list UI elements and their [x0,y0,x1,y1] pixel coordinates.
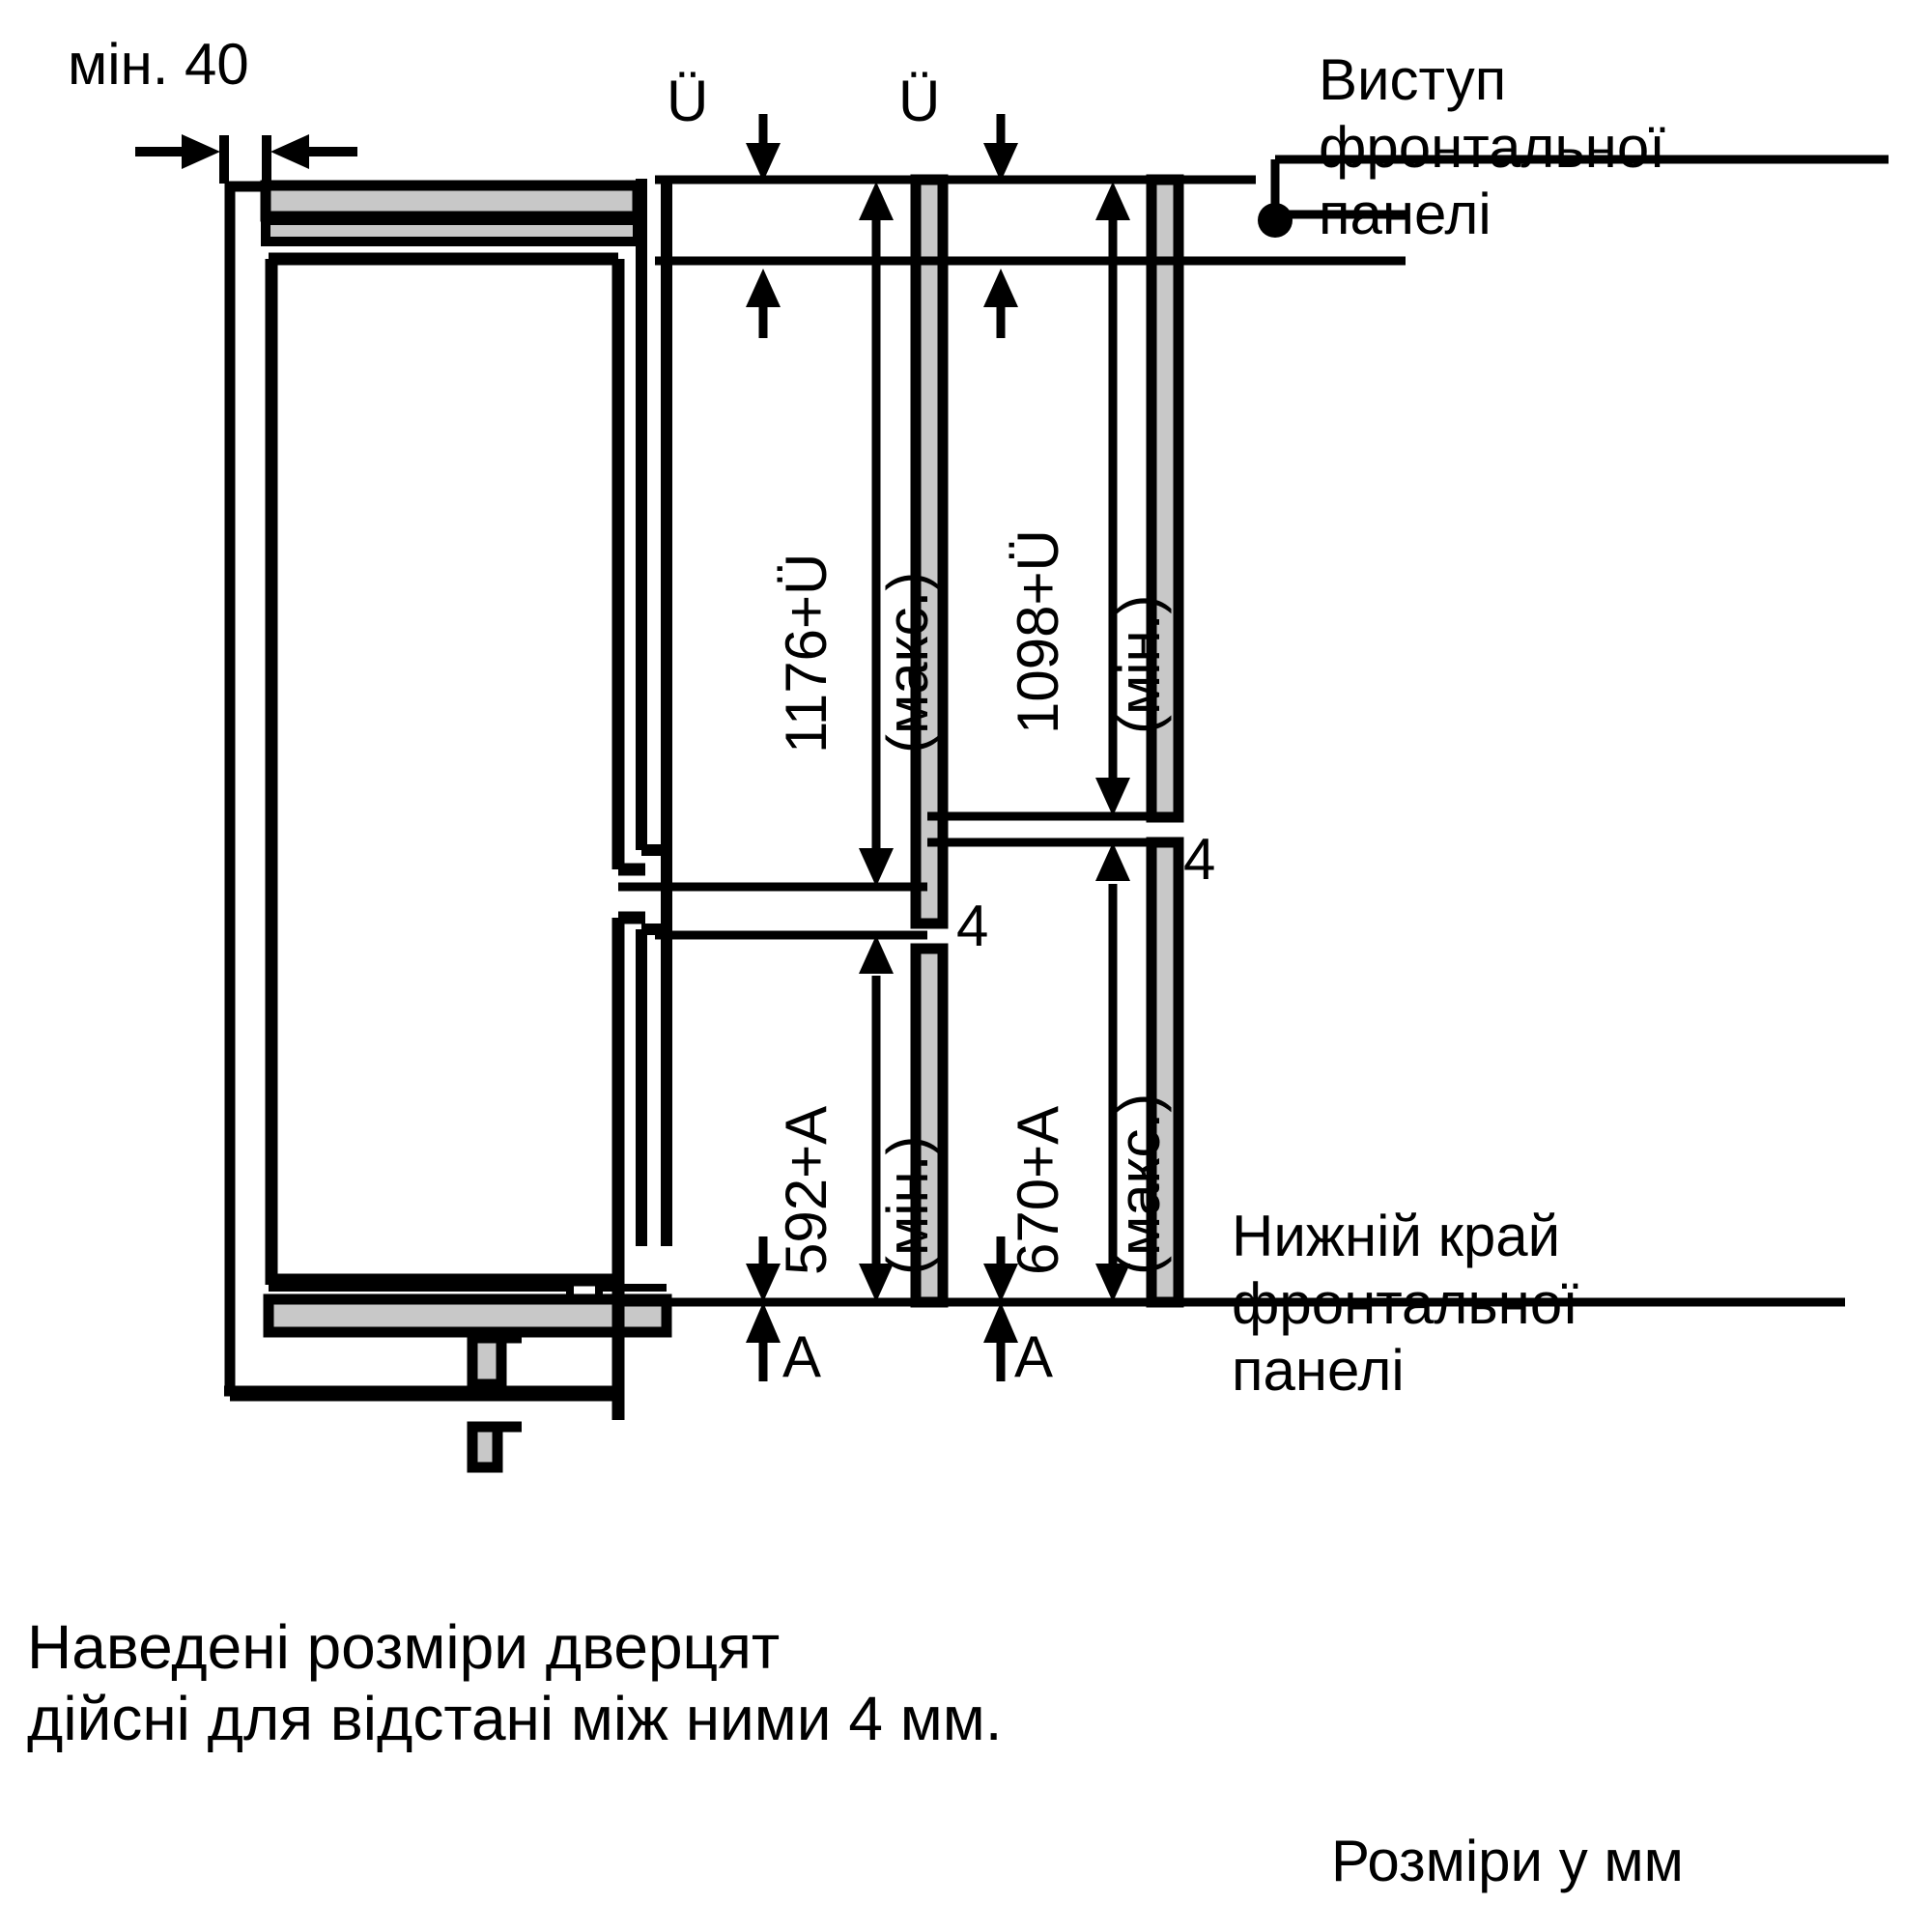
callout-top-leader [1258,155,1889,238]
min40-arrow-right-head [270,134,309,169]
dim-qualifier-1098: (мін.) [1107,594,1172,734]
dim-592-head-bottom [859,1264,894,1302]
overhang-symbol-right: Ü [898,69,941,133]
overhang-symbol-left: Ü [667,69,709,133]
dim-670-head-bottom [1095,1264,1130,1302]
callout-top-line-1: Виступ [1319,47,1507,112]
door-note-line-2: дійсні для відстані між ними 4 мм. [27,1684,1003,1754]
dim-label-670: 670+A [1006,1105,1070,1275]
min-clearance-dimension [135,134,357,184]
callout-top-line-3: панелі [1319,182,1492,247]
gap-label-left: 4 [956,894,989,958]
min-clearance-label: мін. 40 [68,32,249,97]
dim-1176-arrows [746,182,894,887]
dim-670-marker-down [983,1264,1018,1302]
dim-592-arrows [746,935,894,1381]
dim-label-1176: 1176+Ü [774,553,838,753]
dim-1098-inner-head [983,269,1018,307]
callout-top-dot [1258,203,1293,238]
dim-1176-head-bottom [859,848,894,887]
dim-1098-arrows [983,182,1130,816]
dim-670-head-top [1095,842,1130,881]
door-panel-left-lower [910,943,949,1308]
dim-qualifier-592: (мін.) [875,1135,940,1275]
gap-label-right: 4 [1183,827,1216,892]
dim-label-592: 592+A [774,1105,838,1275]
callout-bottom-line-3: панелі [1232,1338,1405,1404]
dim-1098-head-top [1095,182,1130,220]
dim-qualifier-670: (макс.) [1107,1093,1172,1275]
offset-label-left: A [782,1324,822,1389]
callout-bottom-line-2: фронтальної [1232,1270,1578,1336]
offset-label-right: A [1014,1324,1054,1389]
dim-1176-head-top [859,182,894,220]
units-note: Розміри у мм [1331,1829,1684,1893]
appliance-side-view [224,179,672,1473]
min40-arrow-left-head [182,134,220,169]
dim-1098-head-bottom [1095,778,1130,816]
top-panel-band-2 [261,215,642,246]
dim-label-1098: 1098+Ü [1006,529,1070,734]
callout-bottom-line-1: Нижній край [1232,1204,1561,1268]
dim-1176-inner-head [746,269,781,307]
plinth-gray-band [263,1293,672,1338]
dim-qualifier-1176: (макс.) [875,571,940,753]
dim-A-left-head [746,1302,781,1343]
u-arrow-left-head [746,143,781,182]
dim-592-marker-down [746,1264,781,1302]
overhang-arrows-group [746,114,1018,182]
adjuster-foot-upper [467,1332,507,1390]
callout-top-line-2: фронтальної [1319,114,1665,180]
dim-670-arrows [983,842,1130,1381]
top-panel-band-1 [260,180,643,222]
dim-592-head-top [859,935,894,974]
u-arrow-right-head [983,143,1018,182]
door-note-line-1: Наведені розміри дверцят [27,1612,781,1682]
dim-A-right-head [983,1302,1018,1343]
adjuster-foot-lower [467,1421,503,1473]
